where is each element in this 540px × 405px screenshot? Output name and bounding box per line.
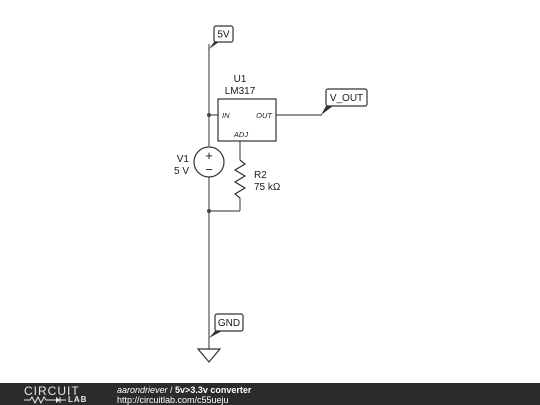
v1-plus-sign: + (205, 148, 213, 163)
resistor-r2[interactable]: R2 75 kΩ (233, 159, 281, 199)
u1-pin-out: OUT (256, 111, 273, 120)
wires (207, 44, 322, 349)
u1-part-number: LM317 (225, 86, 256, 97)
net-flag-gnd[interactable]: GND (209, 313, 244, 338)
v1-body (193, 146, 225, 178)
regulator-u1[interactable]: U1 LM317 IN OUT ADJ (217, 74, 277, 142)
junction-dot-bottom (207, 209, 211, 213)
logo-text-circuit: CIRCUIT (24, 384, 80, 398)
ground-symbol (196, 348, 222, 363)
u1-body (217, 98, 277, 142)
net-flag-gnd-label: GND (218, 318, 240, 329)
r2-zigzag (233, 159, 247, 199)
v1-value: 5 V (174, 166, 189, 177)
u1-pin-in: IN (222, 111, 230, 120)
circuit-schematic: 5V V_OUT GND U1 LM317 IN OUT ADJ + − V1 … (174, 25, 368, 363)
r2-reference: R2 (254, 170, 267, 181)
v1-reference: V1 (177, 154, 190, 165)
net-flag-5v[interactable]: 5V (209, 25, 234, 49)
net-flag-vout-label: V_OUT (330, 93, 363, 104)
net-flag-5v-label: 5V (217, 30, 230, 41)
u1-reference: U1 (234, 74, 247, 85)
u1-pin-adj: ADJ (233, 130, 248, 139)
net-flag-vout[interactable]: V_OUT (321, 88, 368, 115)
footer-circuit-title[interactable]: 5v>3.3v converter (175, 385, 252, 395)
footer-bar: CIRCUIT LAB aarondriever / 5v>3.3v conve… (0, 383, 540, 405)
r2-value: 75 kΩ (254, 182, 281, 193)
logo-text-lab: LAB (68, 395, 88, 404)
footer-author[interactable]: aarondriever (117, 385, 168, 395)
logo-resistor-icon (24, 395, 66, 404)
junction-dot-top (207, 113, 211, 117)
voltage-source-v1[interactable]: + − V1 5 V (174, 146, 225, 178)
footer-url[interactable]: http://circuitlab.com/c55ueju (117, 395, 229, 405)
footer-separator: / (167, 385, 176, 395)
footer-title-line: aarondriever / 5v>3.3v converter (117, 385, 251, 395)
v1-minus-sign: − (205, 162, 213, 177)
